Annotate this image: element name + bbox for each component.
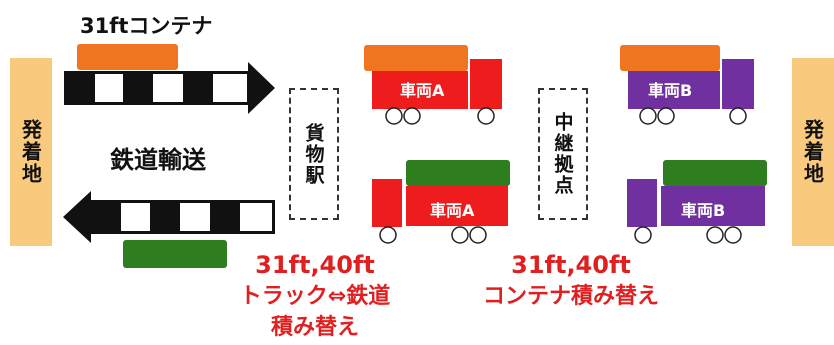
truck-b-top: 車両B [620,45,754,125]
freight-station-label: 貨物駅 [302,122,325,186]
relay-base-label: 中継拠点 [551,112,574,196]
right-terminal: 発着地 [792,58,834,246]
truck-cargo [628,71,720,109]
caption-rail-transfer-line2: トラック⇔鉄道 [239,284,391,309]
caption-container-transfer-line2: コンテナ積み替え [482,284,659,309]
freight-station: 貨物駅 [289,88,339,220]
relay-base: 中継拠点 [538,88,588,220]
truck-cab [470,59,502,109]
truck-cab [627,179,657,227]
left-terminal-label: 発着地 [18,119,43,185]
rail-container-orange [77,44,178,70]
truck-container [620,45,720,71]
right-terminal-label: 発着地 [800,119,825,185]
caption-rail-transfer-line3: 積み替え [270,315,359,340]
truck-a-bottom: 車両A [372,160,510,244]
truck-container [406,160,510,186]
truck-b-label: 車両B [648,81,692,100]
truck-cargo [372,71,468,109]
rail-container-green [123,240,227,268]
truck-cab [372,179,402,227]
truck-b-label: 車両B [681,201,725,220]
caption-rail-transfer-line1: 31ft,40ft [255,251,375,279]
rail-transport-label: 鉄道輸送 [110,146,206,174]
truck-b-bottom: 車両B [627,160,767,244]
rail-arrow-right [64,62,275,114]
caption-container-transfer-line1: 31ft,40ft [511,251,631,279]
truck-container [364,45,468,71]
caption-container-transfer: 31ft,40ft コンテナ積み替え [466,250,676,312]
truck-cab [722,59,754,109]
truck-a-top: 車両A [364,45,502,125]
container-title: 31ftコンテナ [80,14,213,38]
rail-arrow-left [63,191,275,243]
truck-a-label: 車両A [430,201,475,220]
caption-rail-transfer: 31ft,40ft トラック⇔鉄道 積み替え [210,250,420,343]
truck-container [663,160,767,186]
left-terminal: 発着地 [10,58,52,246]
truck-a-label: 車両A [400,81,445,100]
truck-cargo [406,186,508,226]
truck-cargo [661,186,765,226]
